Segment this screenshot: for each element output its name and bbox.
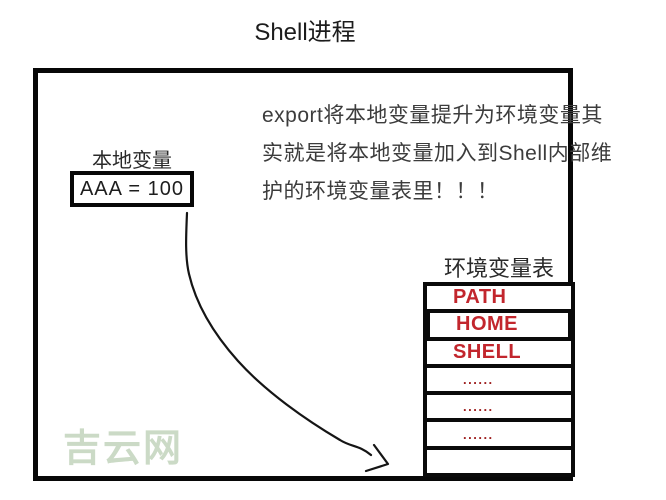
env-table-row-ellipsis: ...... (427, 422, 571, 446)
diagram-title: Shell进程 (254, 19, 356, 46)
env-table-row-path: PATH (427, 286, 571, 310)
watermark: 吉云网 (63, 428, 184, 470)
explanation-text: export将本地变量提升为环境变量其 实就是将本地变量加入到Shell内部维 … (262, 97, 612, 211)
env-var-name: SHELL (453, 340, 522, 363)
env-table-row-ellipsis: ...... (427, 367, 571, 392)
env-table-row-empty (427, 449, 571, 473)
env-table-row-home: HOME (430, 313, 568, 337)
env-var-name: PATH (453, 286, 507, 309)
env-var-name: ...... (463, 399, 494, 415)
env-table-row-ellipsis: ...... (427, 395, 571, 419)
shell-process-box: export将本地变量提升为环境变量其 实就是将本地变量加入到Shell内部维 … (33, 68, 612, 481)
env-var-name: ...... (463, 371, 494, 387)
explanation-line-2: 实就是将本地变量加入到Shell内部维 (262, 142, 613, 165)
env-var-name: ...... (463, 426, 494, 442)
local-variable-box: AAA = 100 (70, 171, 194, 207)
local-variable-label: 本地变量 (92, 150, 172, 172)
explanation-line-3: 护的环境变量表里！！！ (262, 180, 499, 203)
env-var-name: HOME (456, 313, 518, 336)
env-table: PATH HOME SHELL ...... ...... ...... (423, 282, 575, 477)
env-table-row-shell: SHELL (427, 340, 571, 364)
explanation-line-1: export将本地变量提升为环境变量其 (262, 104, 603, 127)
env-table-label: 环境变量表 (443, 256, 554, 281)
local-variable-value: AAA = 100 (79, 177, 185, 200)
